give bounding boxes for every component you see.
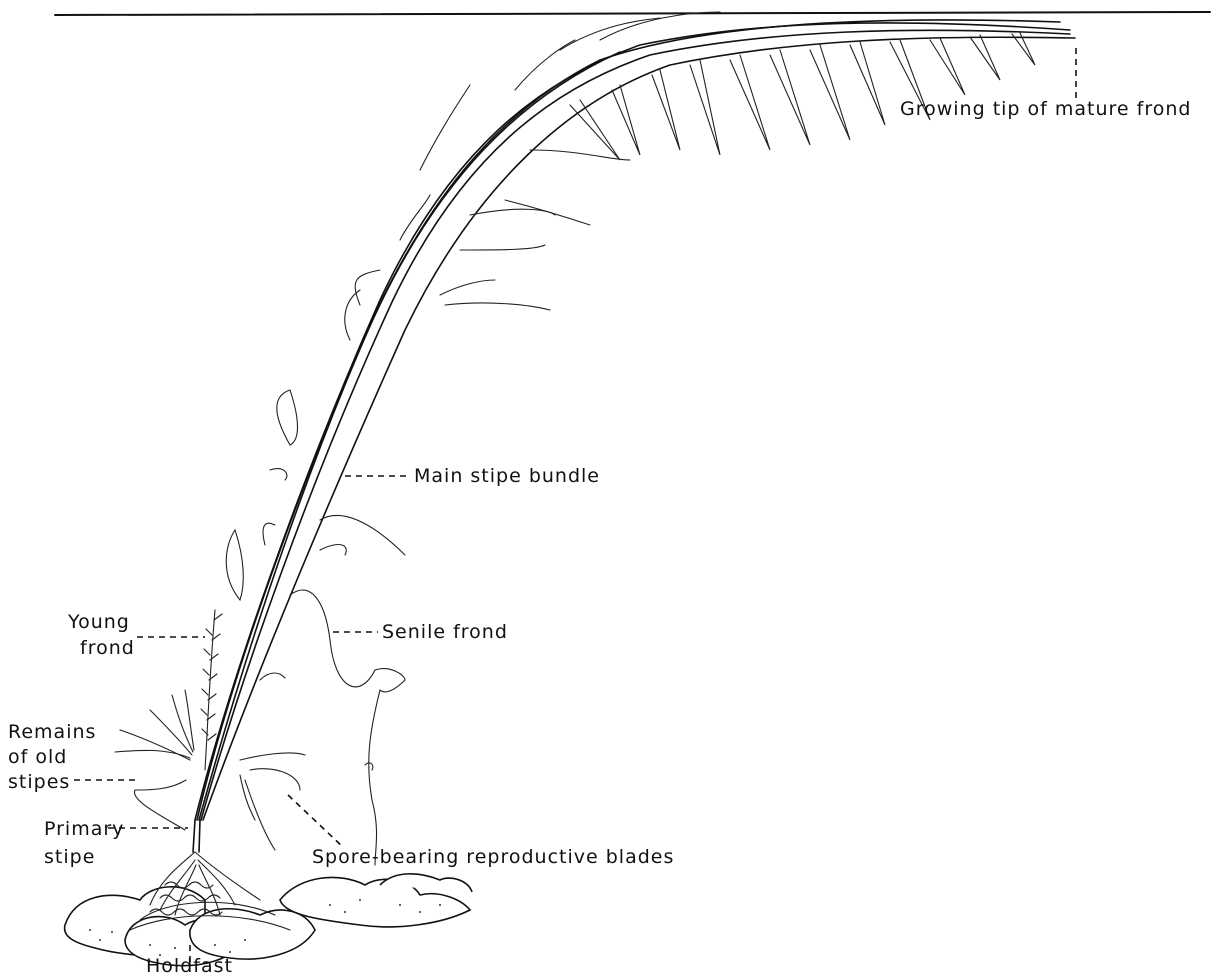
seabed-rocks (65, 874, 472, 966)
water-surface-line (55, 12, 1210, 15)
main-stipe-bundle-drawing (195, 20, 1075, 820)
label-remains-line3: stipes (8, 771, 70, 793)
label-remains-line2: of old (8, 746, 67, 768)
label-holdfast: Holdfast (146, 955, 233, 977)
primary-stipe-drawing (193, 820, 200, 852)
label-spore-bearing-blades: Spore-bearing reproductive blades (312, 846, 674, 868)
label-young-frond-line1: Young (67, 611, 130, 633)
label-main-stipe-bundle: Main stipe bundle (414, 465, 600, 487)
leader-lines (74, 48, 1076, 962)
label-remains-line1: Remains (8, 721, 96, 743)
label-primary-stipe-line1: Primary (44, 818, 124, 840)
label-growing-tip: Growing tip of mature frond (900, 98, 1191, 120)
frond-blades (226, 12, 1035, 850)
label-primary-stipe-line2: stipe (44, 846, 95, 868)
leader-spore-blades (288, 795, 344, 848)
label-young-frond-line2: frond (80, 637, 135, 659)
old-stipe-remains-drawing (115, 690, 194, 830)
young-frond-drawing (201, 610, 222, 770)
label-senile-frond: Senile frond (382, 621, 508, 643)
